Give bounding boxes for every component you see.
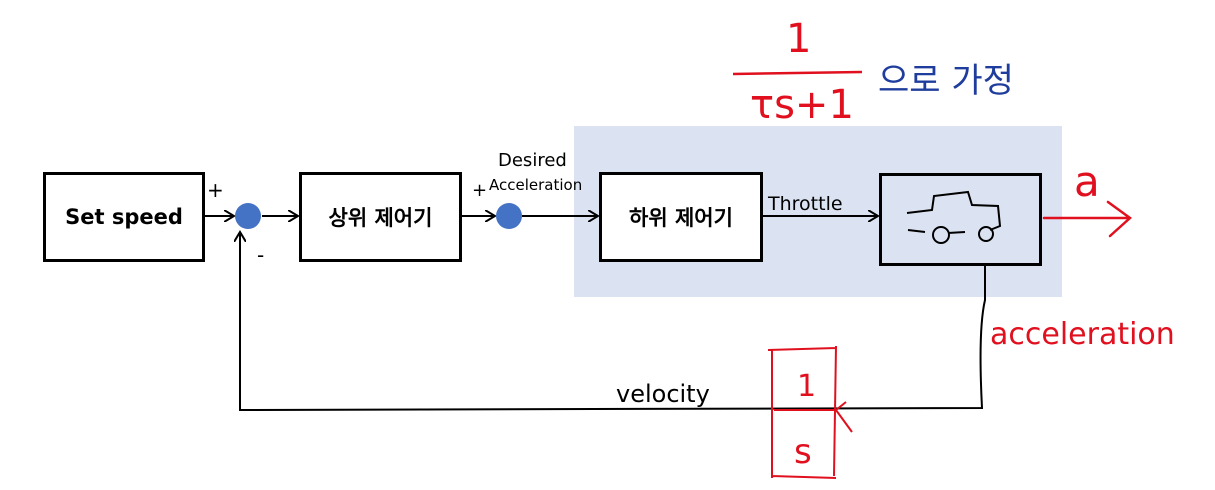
plant-denominator: τs+1: [750, 82, 854, 128]
throttle-label: Throttle: [767, 193, 843, 215]
velocity-label: velocity: [616, 380, 710, 408]
acceleration-in-label: Acceleration: [489, 176, 582, 194]
vehicle-block: [879, 173, 1042, 266]
integrator-box: [767, 345, 853, 479]
summing-junction-1: [235, 203, 261, 229]
plus-sign-2: +: [472, 180, 487, 201]
feedback-path: [240, 232, 986, 412]
upper-controller-block: 상위 제어기: [299, 172, 462, 262]
car-icon: [906, 190, 1002, 244]
acceleration-out-label: acceleration: [990, 317, 1175, 352]
set-speed-block: Set speed: [43, 172, 205, 262]
plus-sign-1: +: [207, 178, 224, 202]
lower-controller-label: 하위 제어기: [629, 206, 733, 230]
plant-assumption-note: 으로 가정: [878, 61, 1014, 101]
upper-controller-label: 상위 제어기: [328, 206, 433, 230]
plant-numerator: 1: [786, 16, 811, 62]
desired-label: Desired: [498, 150, 567, 171]
lower-controller-block: 하위 제어기: [599, 172, 763, 262]
plant-fraction-bar: [732, 70, 863, 76]
output-a-label: a: [1074, 157, 1100, 206]
summing-junction-2: [496, 203, 522, 229]
output-arrow: [1042, 200, 1132, 238]
set-speed-label: Set speed: [65, 205, 183, 229]
minus-sign-1: -: [257, 243, 264, 267]
integrator-numerator: 1: [797, 369, 816, 404]
integrator-denominator: s: [794, 432, 812, 472]
